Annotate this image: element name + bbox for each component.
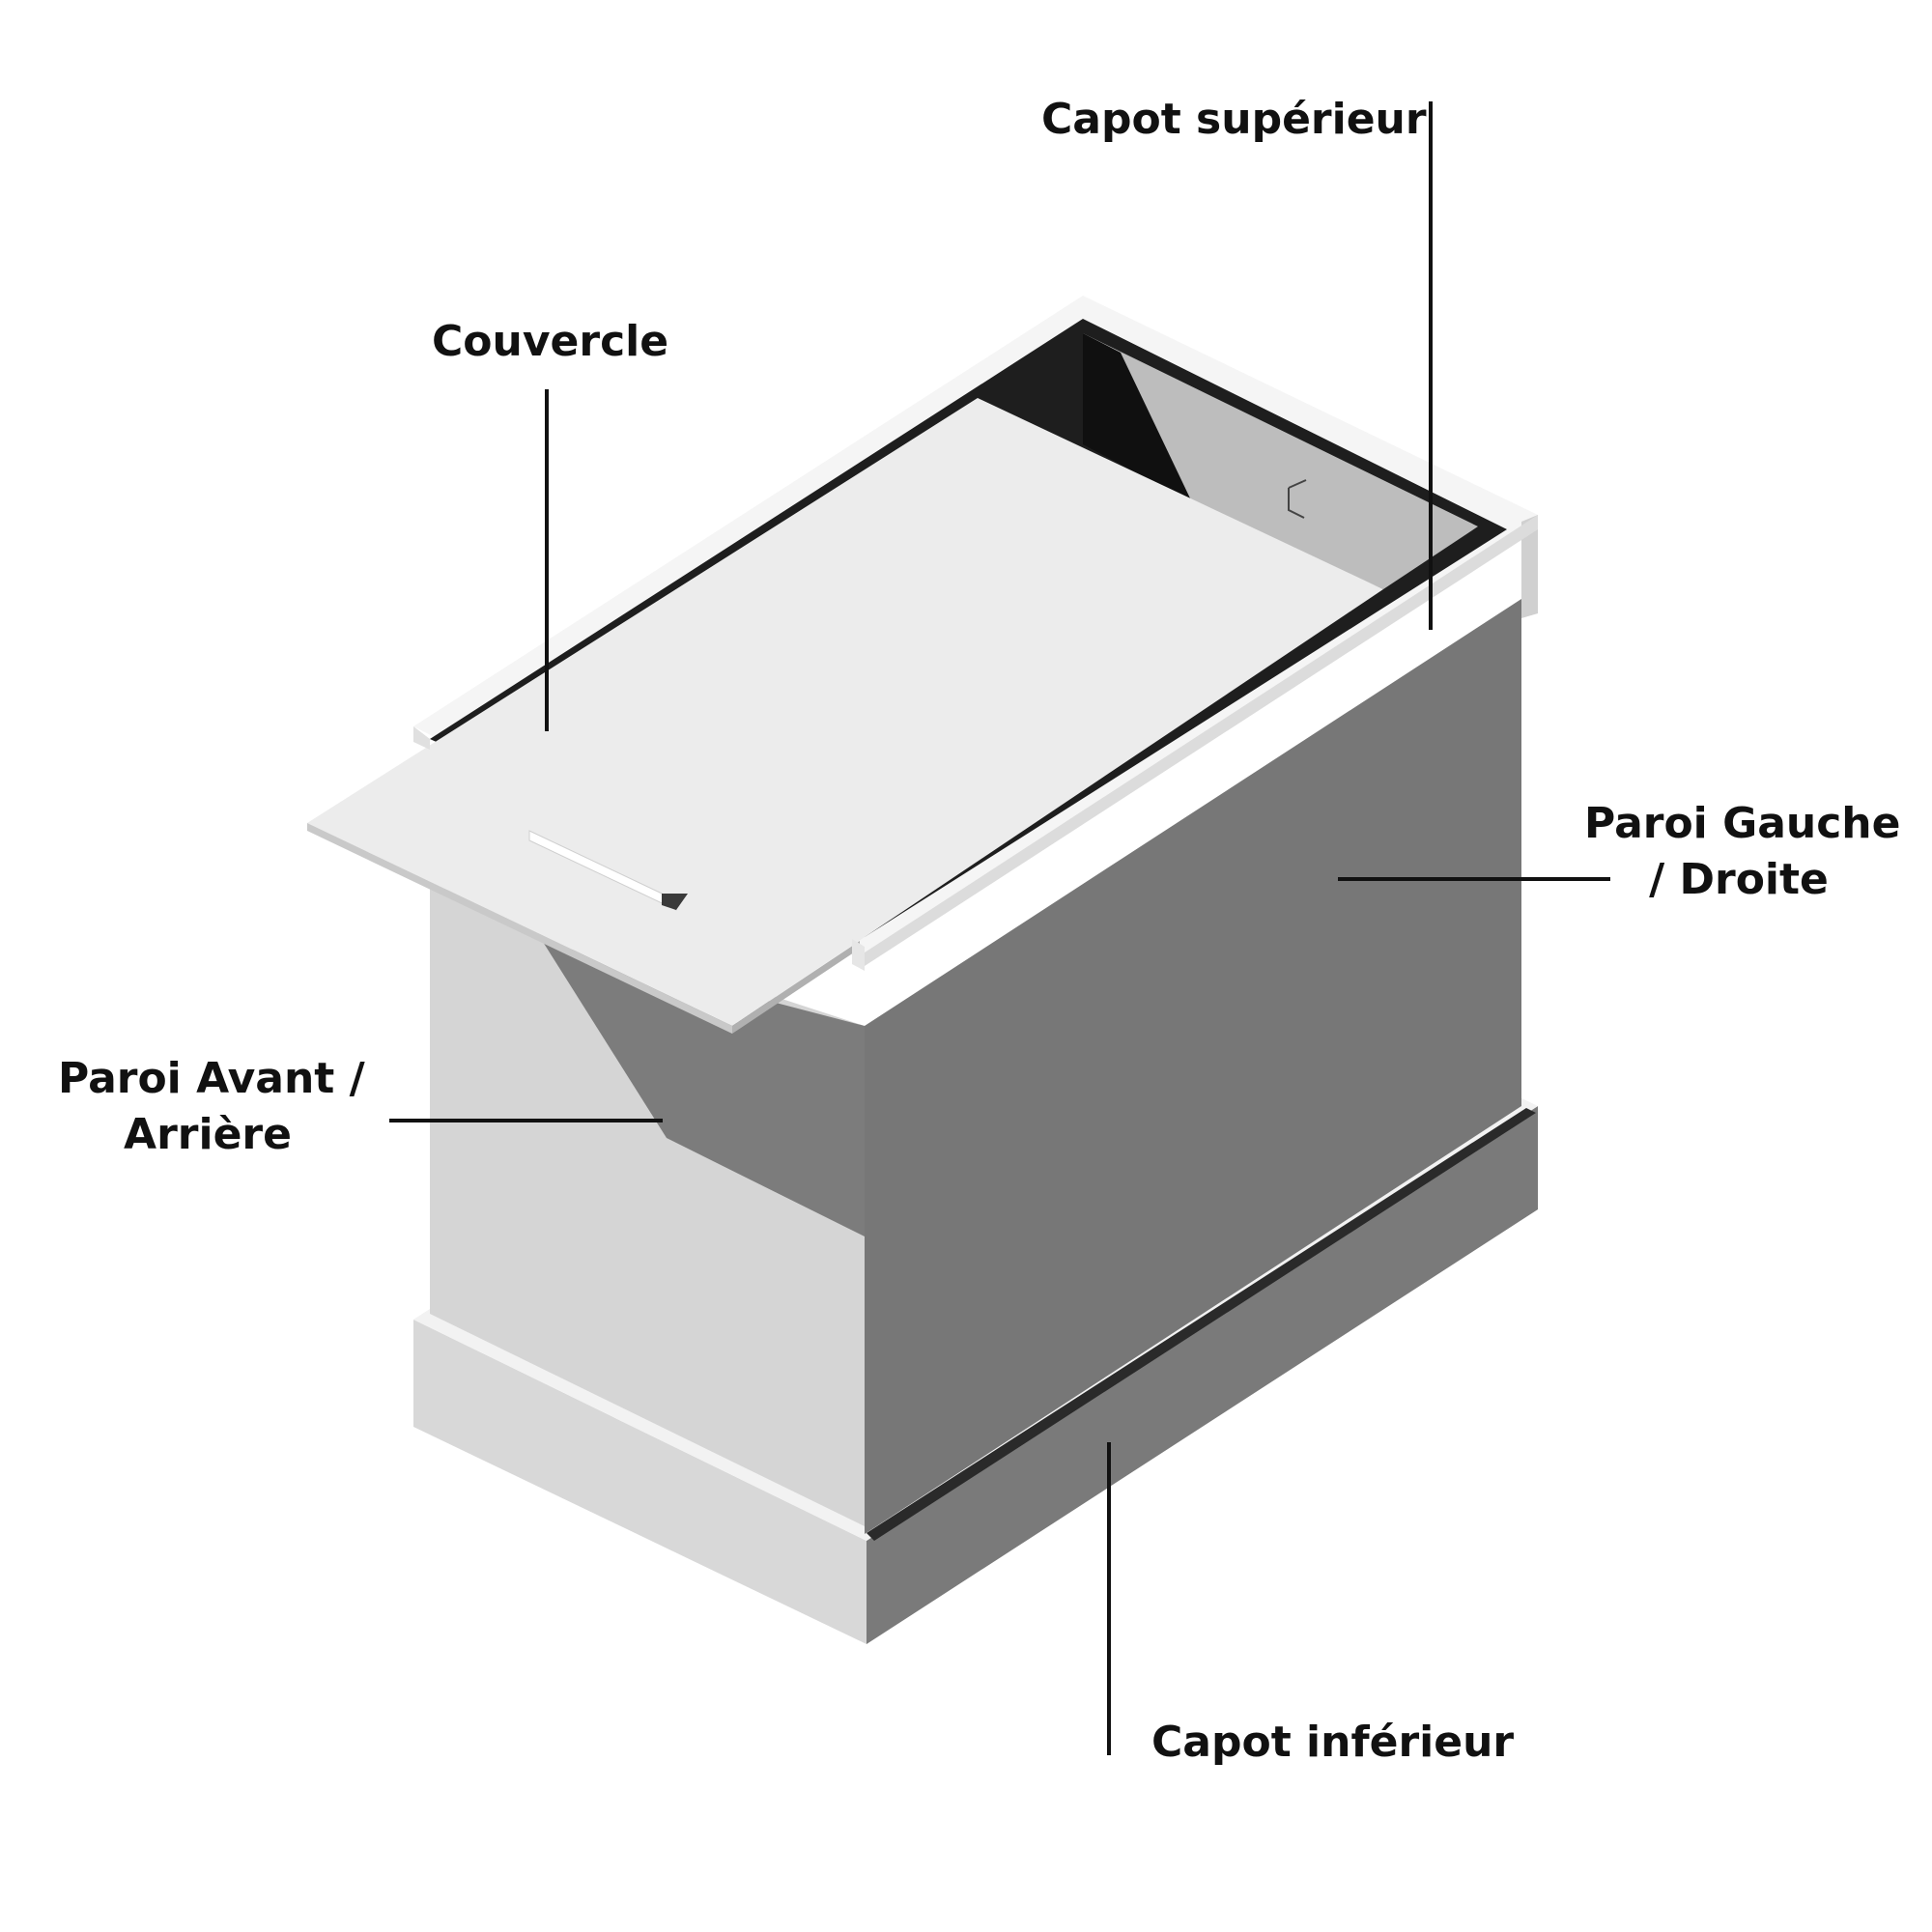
side-wall: [865, 599, 1521, 1534]
label-paroi-avant-arriere: Paroi Avant / Arrière: [58, 1051, 365, 1163]
lid-top: [307, 398, 1383, 1026]
frame-corner-post: [852, 939, 865, 971]
label-capot-inferieur-text: Capot inférieur: [1151, 1718, 1515, 1767]
label-paroi-avant-line1: Paroi Avant /: [58, 1054, 365, 1103]
front-wall-shadow: [543, 942, 865, 1236]
label-capot-superieur: Capot supérieur: [1041, 92, 1427, 148]
label-capot-superieur-text: Capot supérieur: [1041, 95, 1427, 144]
interior-wall: [1083, 333, 1478, 589]
label-paroi-avant-line2: Arrière: [124, 1110, 292, 1159]
side-wall-top-edge: [865, 515, 1538, 966]
frame-left-post: [413, 726, 430, 750]
label-couvercle: Couvercle: [432, 314, 668, 370]
top-frame-side: [1521, 515, 1538, 618]
bottom-base-groove: [867, 1108, 1536, 1541]
lid-handle-notch: [662, 894, 688, 910]
lid-edge-front: [307, 823, 732, 1034]
interior-shadow: [1083, 333, 1192, 502]
label-paroi-laterale-line2: / Droite: [1649, 855, 1829, 904]
bottom-base-front: [413, 1320, 867, 1644]
interior-clip: [1288, 479, 1307, 519]
label-paroi-laterale-line1: Paroi Gauche: [1584, 799, 1901, 848]
label-couvercle-text: Couvercle: [432, 317, 669, 366]
bottom-base-side: [867, 1106, 1538, 1644]
lid-edge-side: [732, 941, 860, 1034]
label-capot-inferieur: Capot inférieur: [1151, 1715, 1514, 1771]
label-paroi-laterale: Paroi Gauche / Droite: [1584, 796, 1901, 908]
